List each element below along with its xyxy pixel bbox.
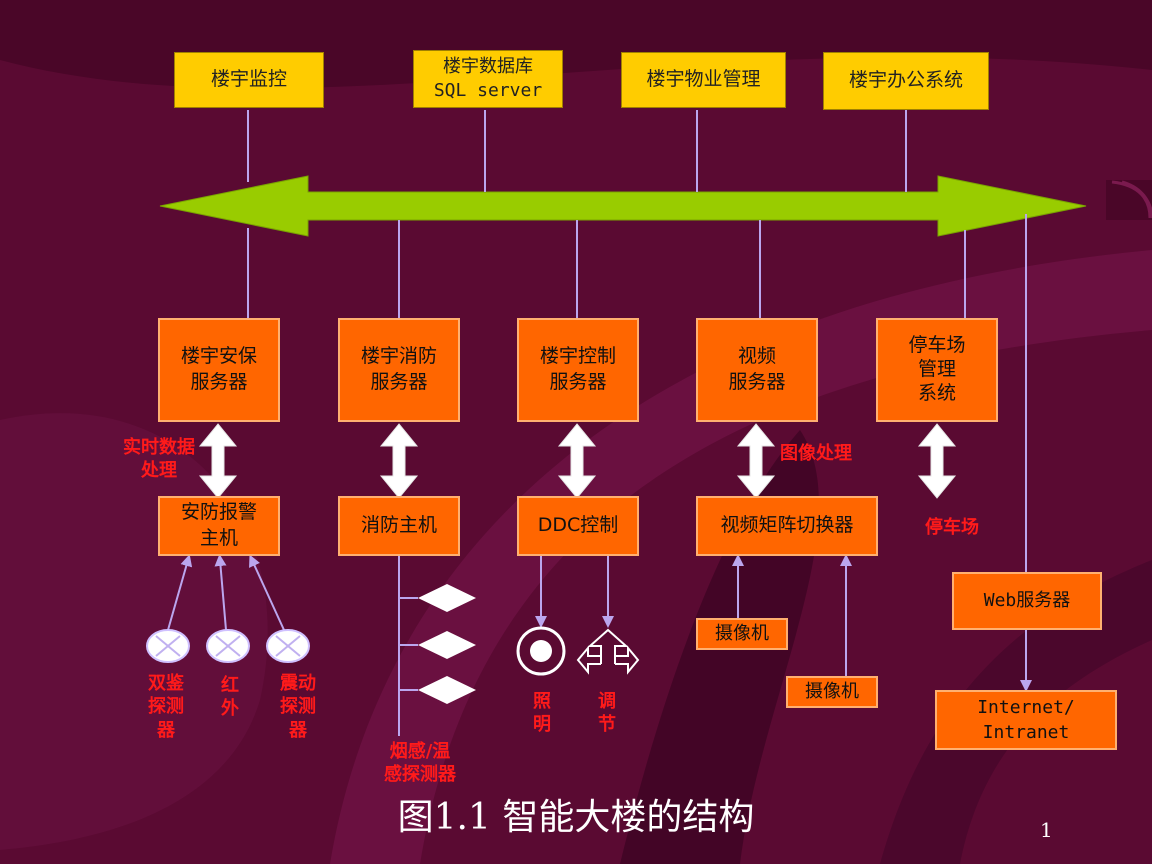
- internet-box: Internet/ Intranet: [935, 690, 1117, 750]
- controller-box: 视频矩阵切换器: [696, 496, 878, 556]
- infrared-detector-icon: [206, 629, 250, 663]
- smoke-temp-detector-label: 烟感/温 感探测器: [384, 741, 456, 786]
- page-number: 1: [1040, 818, 1053, 842]
- lighting-label: 照 明: [533, 691, 551, 736]
- dual-detector-icon: [146, 629, 190, 663]
- vibration-detector-label: 震动 探测 器: [280, 673, 316, 741]
- smoke-detector-icon: [418, 676, 476, 704]
- server-box: 楼宇控制 服务器: [517, 318, 639, 422]
- parking-label: 停车场: [925, 517, 979, 538]
- bidirectional-arrow: [736, 423, 776, 499]
- image-processing-label: 图像处理: [780, 443, 852, 464]
- connector-line: [249, 554, 285, 631]
- realtime-processing-label: 实时数据 处理: [123, 437, 195, 482]
- bidirectional-arrow: [917, 423, 957, 499]
- controller-box: 安防报警 主机: [158, 496, 280, 556]
- top-system-box: 楼宇监控: [174, 52, 324, 108]
- web-server-box: Web服务器: [952, 572, 1102, 630]
- vibration-detector-icon: [266, 629, 310, 663]
- smoke-detector-icon: [418, 584, 476, 612]
- server-box: 停车场 管理 系统: [876, 318, 998, 422]
- lighting-icon: [516, 626, 566, 676]
- infrared-label: 红 外: [221, 675, 239, 720]
- regulate-icon: [576, 628, 640, 675]
- server-box: 视频 服务器: [696, 318, 818, 422]
- connector-line: [167, 554, 193, 631]
- server-box: 楼宇安保 服务器: [158, 318, 280, 422]
- camera-box: 摄像机: [696, 618, 788, 650]
- top-system-box: 楼宇物业管理: [621, 52, 786, 108]
- top-system-box: 楼宇数据库 SQL server: [413, 50, 563, 108]
- network-bus: [159, 175, 1087, 237]
- top-system-box: 楼宇办公系统: [823, 52, 989, 110]
- controller-box: DDC控制: [517, 496, 639, 556]
- smoke-detector-icon: [418, 631, 476, 659]
- camera-box: 摄像机: [786, 676, 878, 708]
- figure-caption: 图1.1 智能大楼的结构: [397, 797, 755, 838]
- controller-box: 消防主机: [338, 496, 460, 556]
- bidirectional-arrow: [198, 423, 238, 499]
- regulate-label: 调 节: [598, 691, 616, 736]
- bidirectional-arrow: [557, 423, 597, 499]
- bidirectional-arrow: [379, 423, 419, 499]
- dual-detector-label: 双鉴 探测 器: [148, 673, 184, 741]
- connector-line: [214, 554, 227, 631]
- server-box: 楼宇消防 服务器: [338, 318, 460, 422]
